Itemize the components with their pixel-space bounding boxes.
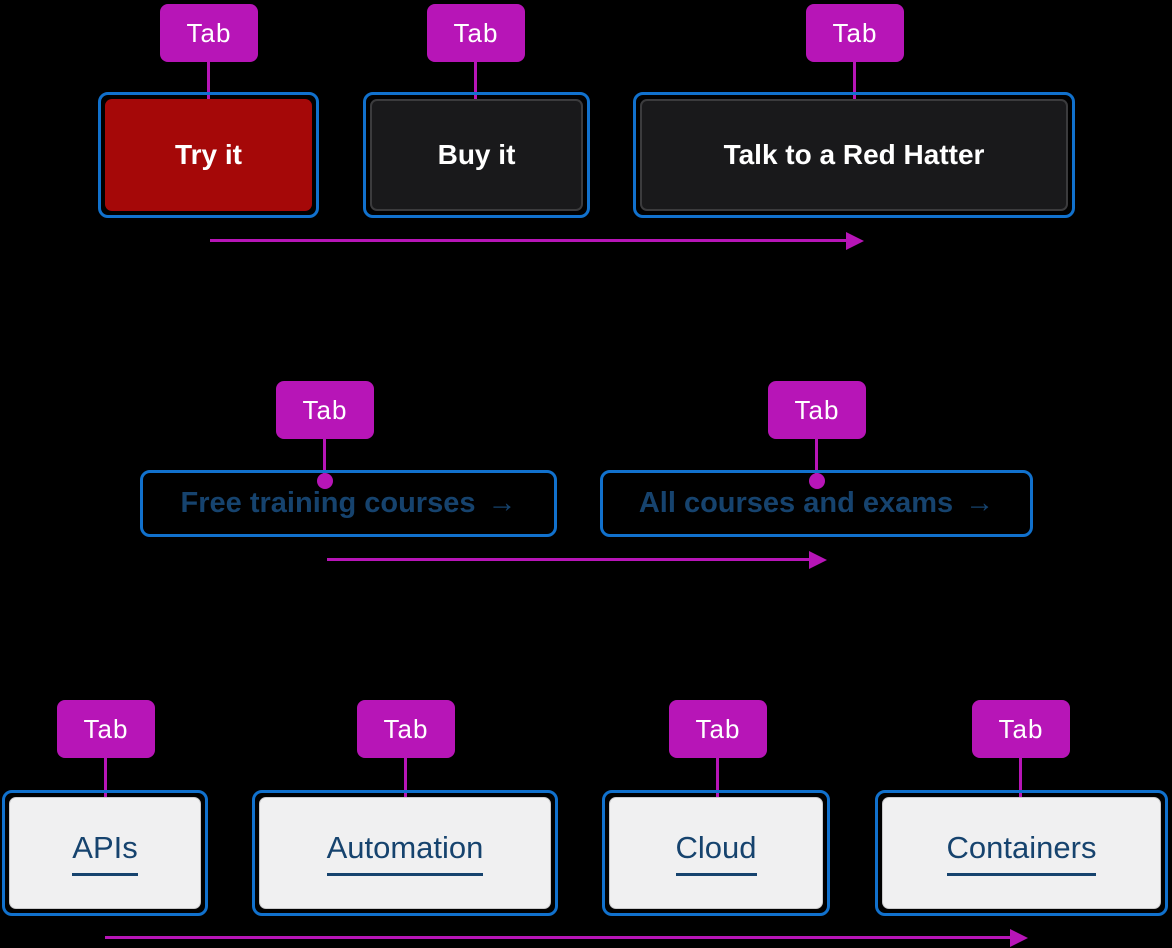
tab-key-badge: Tab: [357, 700, 455, 758]
tab-key-badge: Tab: [669, 700, 767, 758]
arrow-right-icon: →: [965, 487, 995, 519]
tab-flow-arrow: [327, 558, 809, 561]
tab-connector-dot: [809, 473, 825, 489]
tab-connector-line: [815, 439, 818, 481]
focus-ring: Buy it: [363, 92, 590, 218]
tile-label: Automation: [326, 830, 484, 876]
tab-key-badge: Tab: [768, 381, 866, 439]
tab-flow-arrowhead: [846, 232, 864, 250]
link-label: All courses and exams: [638, 487, 954, 519]
tile-cloud[interactable]: Cloud: [609, 797, 823, 909]
tab-connector-dot: [317, 473, 333, 489]
focus-ring: Cloud: [602, 790, 830, 916]
buy-it-button[interactable]: Buy it: [370, 99, 583, 211]
focus-ring: Containers: [875, 790, 1168, 916]
link-label: Free training courses: [180, 487, 476, 519]
all-courses-and-exams-link[interactable]: All courses and exams →: [600, 470, 1033, 537]
tab-flow-arrowhead: [809, 551, 827, 569]
tab-key-badge: Tab: [427, 4, 525, 62]
tab-flow-arrowhead: [1010, 929, 1028, 947]
focus-ring: Automation: [252, 790, 558, 916]
try-it-button[interactable]: Try it: [105, 99, 312, 211]
tab-connector-line: [323, 439, 326, 481]
tile-containers[interactable]: Containers: [882, 797, 1161, 909]
tile-apis[interactable]: APIs: [9, 797, 201, 909]
tab-connector-line: [474, 62, 477, 128]
tile-label: Containers: [946, 830, 1097, 876]
focus-ring: APIs: [2, 790, 208, 916]
arrow-right-icon: →: [487, 487, 517, 519]
tab-key-badge: Tab: [972, 700, 1070, 758]
tab-connector-line: [207, 62, 210, 128]
free-training-courses-link[interactable]: Free training courses →: [140, 470, 557, 537]
tab-flow-arrow: [105, 936, 1010, 939]
focus-ring: Try it: [98, 92, 319, 218]
tab-flow-arrow: [210, 239, 846, 242]
tab-key-badge: Tab: [806, 4, 904, 62]
tab-key-badge: Tab: [57, 700, 155, 758]
tile-label: Cloud: [675, 830, 757, 876]
tab-key-badge: Tab: [160, 4, 258, 62]
talk-to-a-red-hatter-button[interactable]: Talk to a Red Hatter: [640, 99, 1068, 211]
tab-connector-line: [853, 62, 856, 128]
focus-ring: Talk to a Red Hatter: [633, 92, 1075, 218]
tile-label: APIs: [72, 830, 138, 876]
tab-key-badge: Tab: [276, 381, 374, 439]
tile-automation[interactable]: Automation: [259, 797, 551, 909]
